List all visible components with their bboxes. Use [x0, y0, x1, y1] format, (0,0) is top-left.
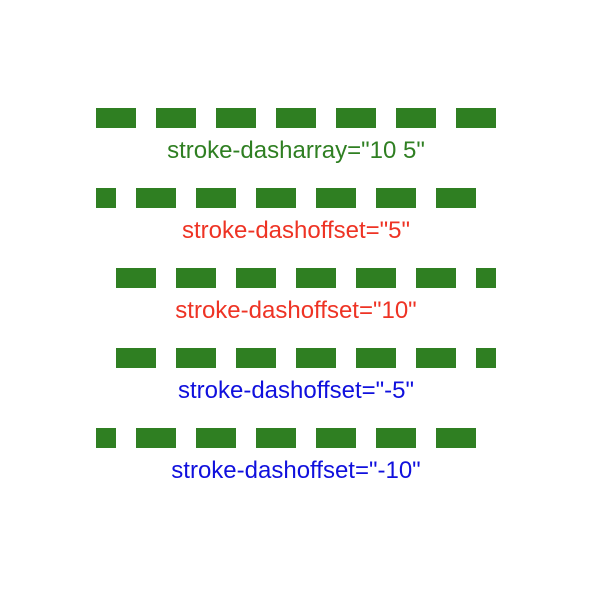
- label-1: stroke-dasharray="10 5": [167, 137, 425, 164]
- label-5: stroke-dashoffset="-10": [171, 457, 420, 484]
- label-3: stroke-dashoffset="10": [175, 297, 416, 324]
- label-2: stroke-dashoffset="5": [182, 217, 410, 244]
- label-4: stroke-dashoffset="-5": [178, 377, 414, 404]
